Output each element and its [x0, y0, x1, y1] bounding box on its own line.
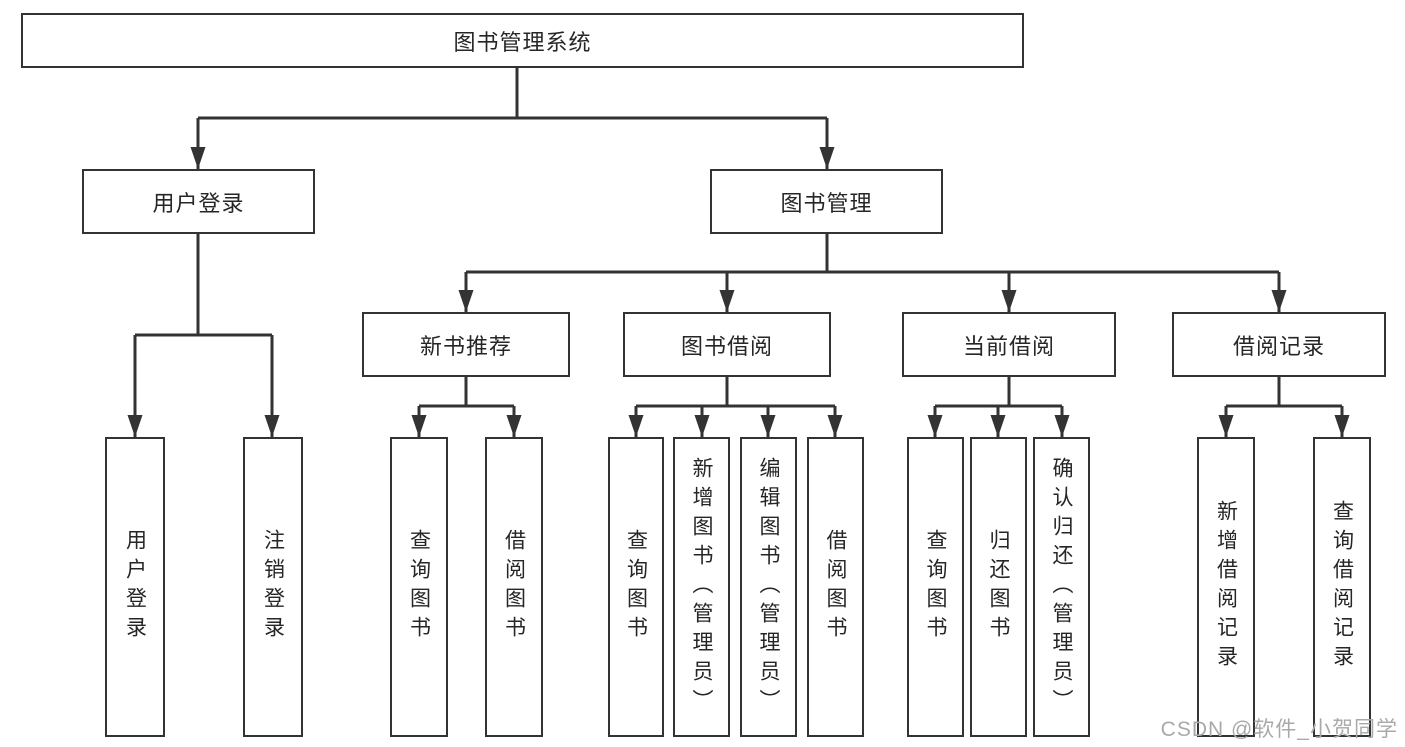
node-leaf-edit-book-admin: 编辑图书（管理员） [740, 437, 797, 737]
connector-user-login-to-children [135, 233, 272, 337]
node-label: 确认归还（管理员） [1050, 456, 1073, 718]
node-label: 当前借阅 [962, 333, 1055, 359]
node-label: 查询图书 [924, 529, 947, 645]
node-label: 查询图书 [624, 529, 648, 645]
node-label: 注销登录 [261, 529, 285, 645]
node-book-borrow: 图书借阅 [623, 312, 831, 377]
connector-current-borrow-to-children [935, 377, 1062, 408]
node-book-mgmt: 图书管理 [710, 169, 943, 234]
node-label: 新增借阅记录 [1214, 500, 1238, 674]
node-label: 编辑图书（管理员） [757, 456, 780, 718]
node-label: 用户登录 [123, 529, 147, 645]
connector-book-borrow-to-children [636, 377, 835, 408]
node-label: 借阅图书 [824, 529, 847, 645]
csdn-watermark: CSDN @软件_小贺同学 [1160, 718, 1398, 741]
node-leaf-borrow-books-1: 借阅图书 [485, 437, 543, 737]
node-leaf-query-books-1: 查询图书 [390, 437, 448, 737]
connector-book-mgmt-to-level3 [466, 234, 1279, 274]
arrow-drops [127, 118, 1350, 437]
node-leaf-add-borrow-record: 新增借阅记录 [1197, 437, 1255, 737]
node-leaf-logout: 注销登录 [243, 437, 303, 737]
node-label: 图书管理系统 [453, 29, 592, 55]
node-leaf-confirm-return-admin: 确认归还（管理员） [1033, 437, 1090, 737]
node-label: 新书推荐 [419, 333, 512, 359]
node-label: 图书借阅 [680, 333, 773, 359]
node-user-login: 用户登录 [82, 169, 315, 234]
node-borrow-records: 借阅记录 [1172, 312, 1386, 377]
node-label: 借阅记录 [1232, 333, 1325, 359]
node-leaf-user-login: 用户登录 [105, 437, 165, 737]
node-label: 查询图书 [407, 529, 431, 645]
node-current-borrow: 当前借阅 [902, 312, 1116, 377]
node-leaf-query-books-3: 查询图书 [907, 437, 964, 737]
connector-borrow-records-to-children [1226, 377, 1342, 408]
connector-root-to-level2 [198, 68, 827, 120]
connector-new-book-rec-to-children [419, 377, 514, 408]
node-leaf-return-book: 归还图书 [970, 437, 1027, 737]
node-leaf-query-borrow-record: 查询借阅记录 [1313, 437, 1371, 737]
node-label: 查询借阅记录 [1330, 500, 1354, 674]
node-new-book-rec: 新书推荐 [362, 312, 570, 377]
node-label: 图书管理 [780, 190, 873, 216]
node-leaf-add-book-admin: 新增图书（管理员） [673, 437, 730, 737]
node-label: 新增图书（管理员） [690, 456, 713, 718]
node-label: 借阅图书 [502, 529, 526, 645]
node-label: 用户登录 [152, 190, 245, 216]
node-system-root: 图书管理系统 [21, 13, 1024, 68]
node-leaf-borrow-books-2: 借阅图书 [807, 437, 864, 737]
node-label: 归还图书 [987, 529, 1010, 645]
node-leaf-query-books-2: 查询图书 [608, 437, 664, 737]
